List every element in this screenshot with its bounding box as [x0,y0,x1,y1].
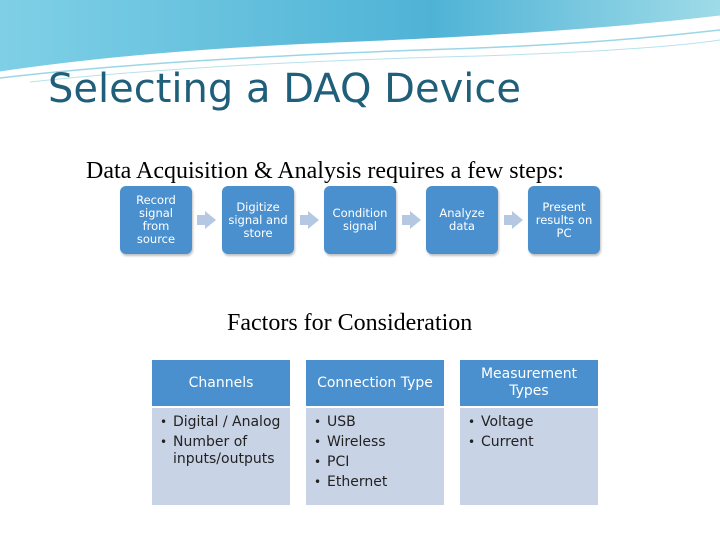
factor-column-body: Digital / Analog Number of inputs/output… [152,408,290,505]
list-item: Number of inputs/outputs [160,434,286,468]
factor-column-header: Channels [152,360,290,406]
list-item: Ethernet [314,474,440,491]
process-step: Present results on PC [528,186,600,254]
arrow-right-icon [512,211,523,229]
process-step: Record signal from source [120,186,192,254]
process-step-label: Present results on PC [532,201,596,240]
list-item: Wireless [314,434,440,451]
process-step-label: Record signal from source [124,194,188,246]
process-step-label: Condition signal [328,207,392,233]
list-item: Digital / Analog [160,414,286,431]
arrow-right-icon [308,211,319,229]
slide-title: Selecting a DAQ Device [48,66,521,112]
factors-heading: Factors for Consideration [227,310,472,337]
factor-column-channels: Channels Digital / Analog Number of inpu… [152,360,290,505]
process-step: Condition signal [324,186,396,254]
slide-subtitle: Data Acquisition & Analysis requires a f… [86,158,564,185]
process-step-label: Analyze data [430,207,494,233]
arrow-right-icon [205,211,216,229]
factor-column-header: Connection Type [306,360,444,406]
factor-column-body: USB Wireless PCI Ethernet [306,408,444,505]
factor-column-body: Voltage Current [460,408,598,505]
list-item: Voltage [468,414,594,431]
list-item: Current [468,434,594,451]
process-step: Digitize signal and store [222,186,294,254]
factor-column-measurement-types: Measurement Types Voltage Current [460,360,598,505]
process-step: Analyze data [426,186,498,254]
factor-column-connection-type: Connection Type USB Wireless PCI Etherne… [306,360,444,505]
list-item: USB [314,414,440,431]
process-step-label: Digitize signal and store [226,201,290,240]
list-item: PCI [314,454,440,471]
factor-column-header: Measurement Types [460,360,598,406]
arrow-right-icon [410,211,421,229]
